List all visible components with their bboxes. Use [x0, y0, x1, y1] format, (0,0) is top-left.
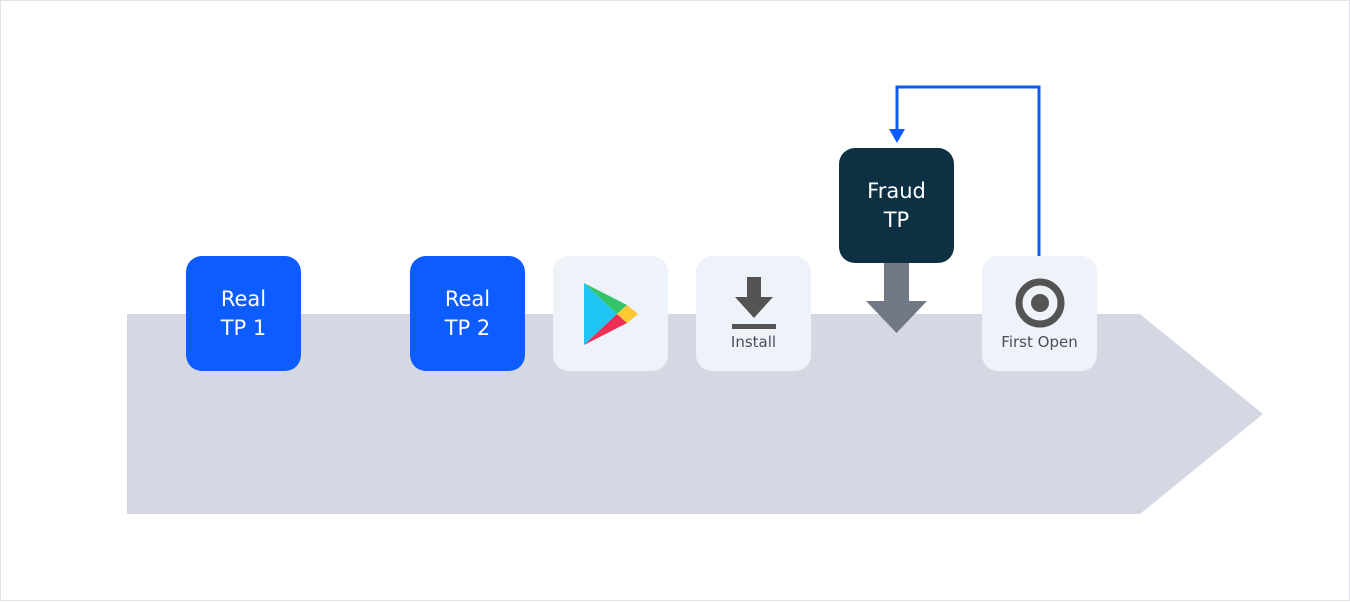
- fraud-down-arrow: [866, 263, 927, 333]
- real-tp1-node: Real TP 1: [186, 256, 301, 371]
- install-caption: Install: [730, 332, 777, 351]
- real-tp2-label: Real TP 2: [444, 286, 491, 340]
- target-icon: [1015, 278, 1064, 327]
- first-open-caption: First Open: [1001, 332, 1078, 351]
- fraud-tp-node: Fraud TP: [839, 148, 954, 263]
- real-tp2-node: Real TP 2: [410, 256, 525, 371]
- loop-back-arrow: [889, 85, 1041, 257]
- download-icon: [731, 276, 776, 329]
- play-store-node: [553, 256, 668, 371]
- install-node: Install: [696, 256, 811, 371]
- timeline-band: [127, 314, 1263, 514]
- fraud-tp-label: Fraud TP: [867, 178, 926, 232]
- real-tp1-label: Real TP 1: [220, 286, 267, 340]
- google-play-icon: [583, 282, 638, 345]
- first-open-node: First Open: [982, 256, 1097, 371]
